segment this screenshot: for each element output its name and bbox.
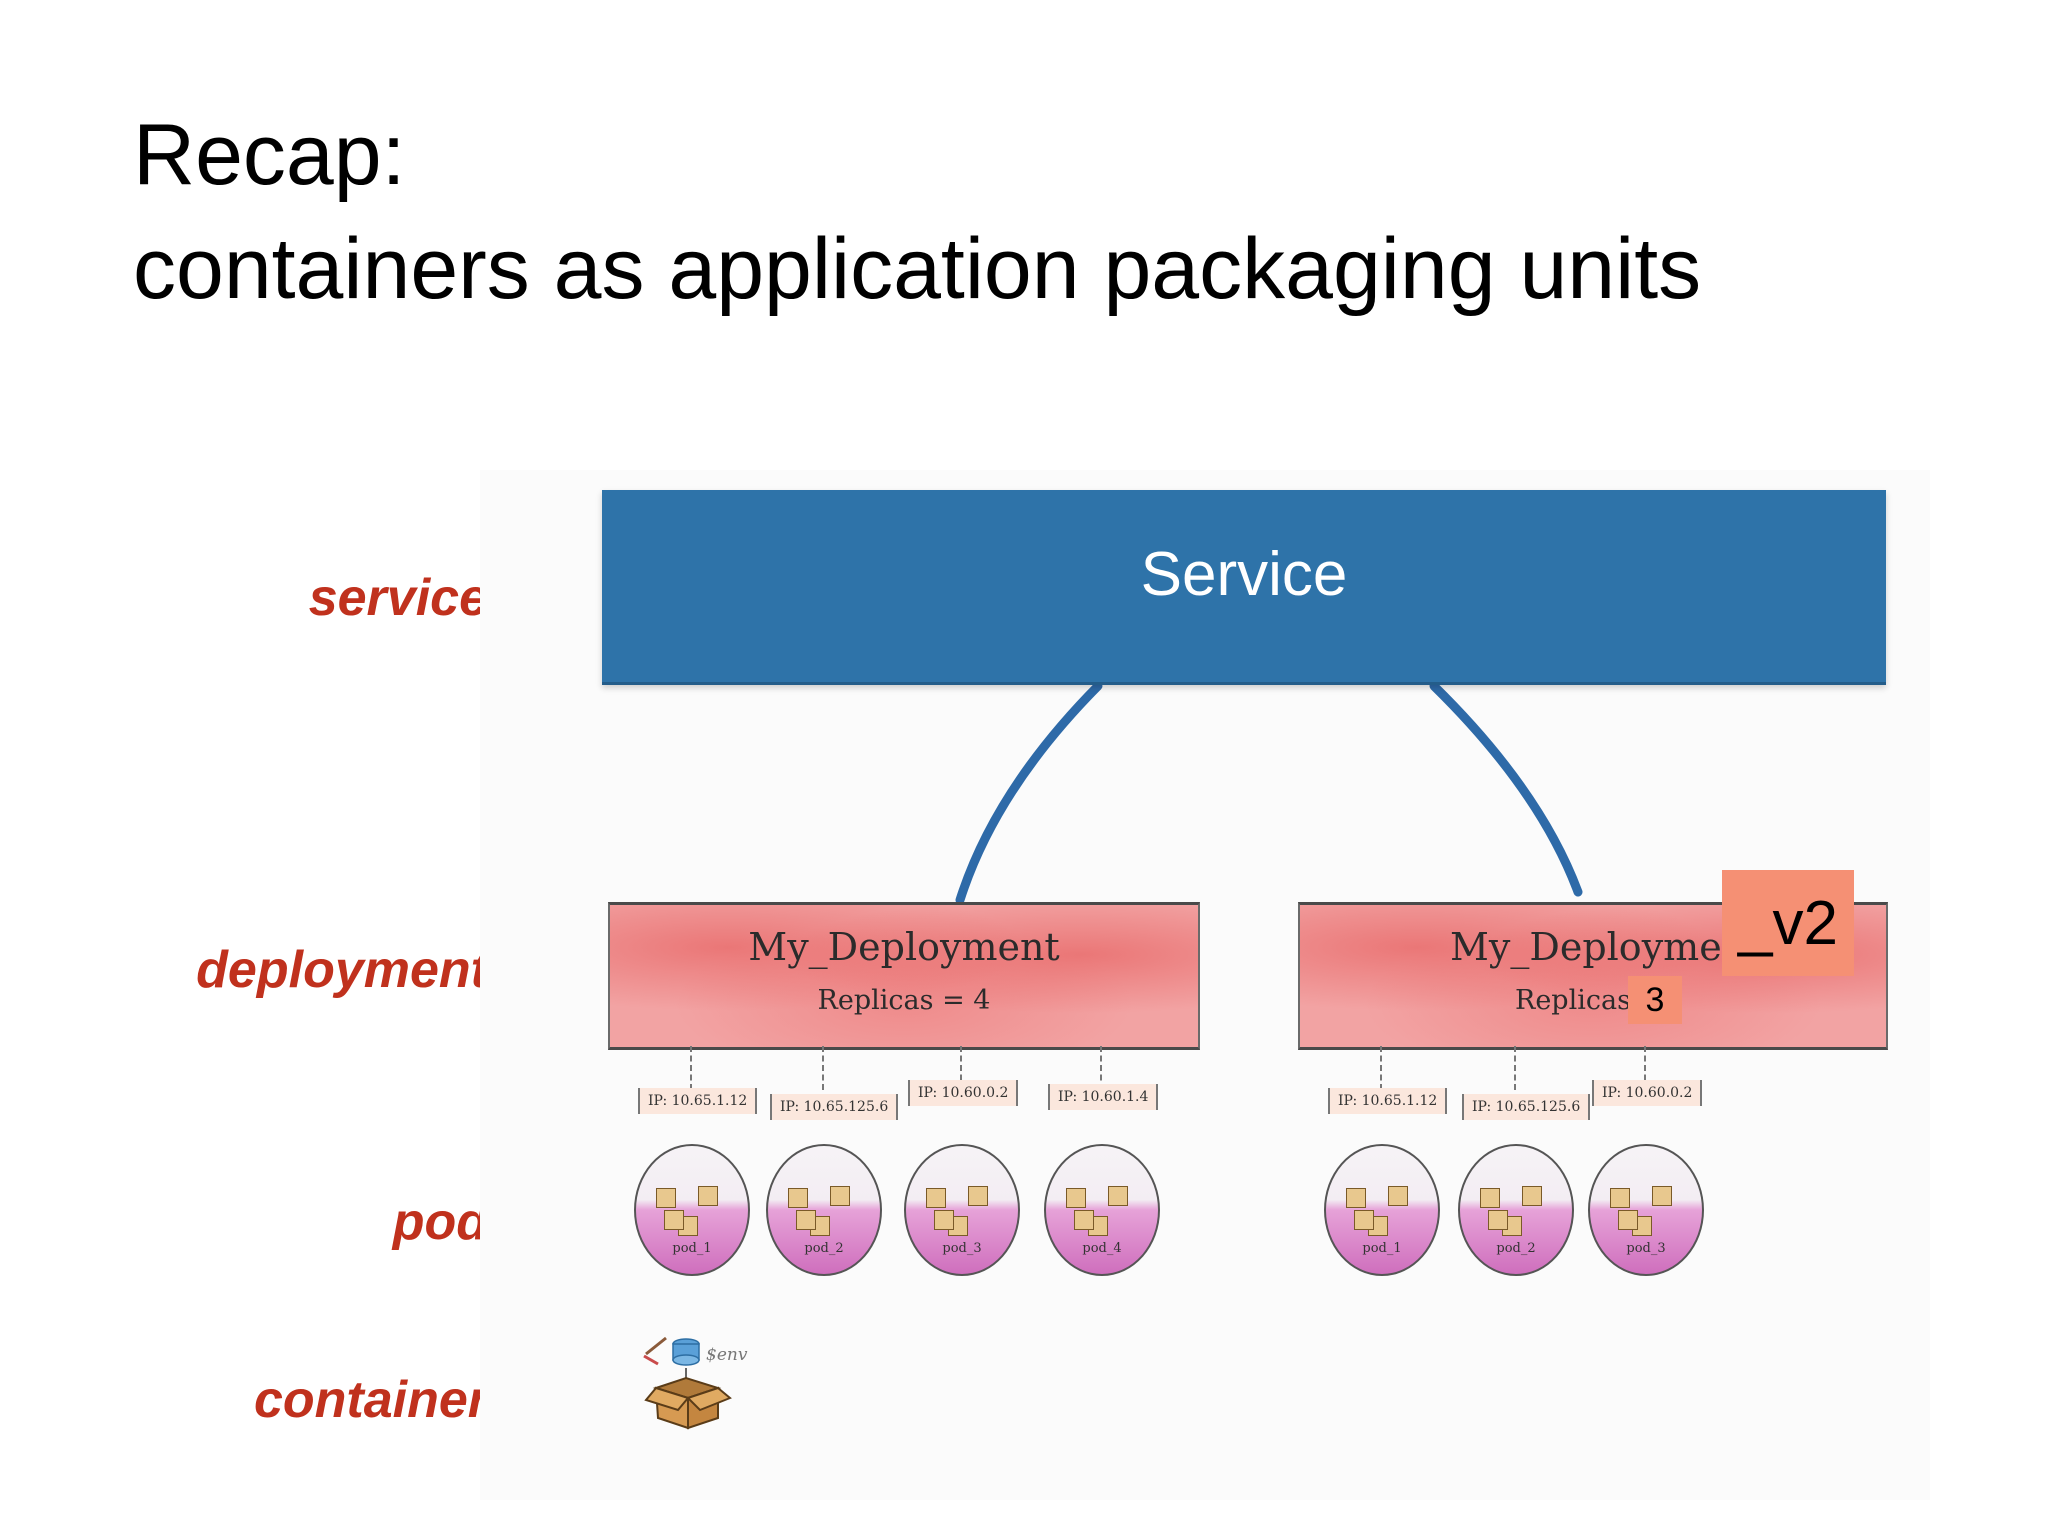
deployment-replicas: Replicas = 4 <box>817 985 991 1016</box>
pod-connector-line <box>690 1046 693 1090</box>
pod-ip-tag: IP: 10.65.125.6 <box>1462 1094 1591 1120</box>
pod-connector-line <box>1100 1046 1103 1090</box>
container-box-icon <box>698 1186 718 1206</box>
pod-sphere: pod_3 <box>904 1144 1020 1276</box>
container-box-icon <box>1618 1210 1638 1230</box>
connector-left <box>955 681 1103 905</box>
slide-subtitle: containers as application packaging unit… <box>133 221 1702 317</box>
layer-label-service: service <box>308 569 488 627</box>
container-box-icon <box>934 1210 954 1230</box>
pod-sphere: pod_1 <box>1324 1144 1440 1276</box>
layer-label-deployment: deployment <box>196 941 488 999</box>
slide-title: Recap: <box>133 107 406 203</box>
pod-name: pod_1 <box>672 1241 712 1256</box>
container-box-icon <box>788 1188 808 1208</box>
pod-sphere: pod_3 <box>1588 1144 1704 1276</box>
service-box: Service <box>602 490 1886 685</box>
pod-sphere: pod_2 <box>1458 1144 1574 1276</box>
pod-connector-line <box>1380 1046 1383 1090</box>
pod-connector-line <box>960 1046 963 1090</box>
pod-name: pod_2 <box>1496 1241 1536 1256</box>
pod-connector-line <box>1644 1046 1647 1090</box>
container-box-icon <box>968 1186 988 1206</box>
pod-name: pod_4 <box>1082 1241 1122 1256</box>
container-box-icon <box>1388 1186 1408 1206</box>
container-box-icon <box>1108 1186 1128 1206</box>
deployment-name: My_Deployment <box>748 925 1060 969</box>
container-box-icon <box>1652 1186 1672 1206</box>
container-box-icon <box>1354 1210 1374 1230</box>
pod-name: pod_3 <box>942 1241 982 1256</box>
version-badge: _v2 <box>1722 870 1854 976</box>
container-box-icon <box>1066 1188 1086 1208</box>
container-box-icon <box>1074 1210 1094 1230</box>
container-box-icon <box>1480 1188 1500 1208</box>
container-box-icon <box>656 1188 676 1208</box>
replicas-value-badge: 3 <box>1628 976 1682 1024</box>
container-box-icon <box>664 1210 684 1230</box>
container-box-icon <box>1610 1188 1630 1208</box>
service-box-label: Service <box>1140 539 1348 609</box>
pod-sphere: pod_1 <box>634 1144 750 1276</box>
container-env-text: $env <box>706 1345 748 1365</box>
layer-label-container: container <box>253 1371 488 1429</box>
deployment-box: My_Deployment Replicas = 4 <box>608 902 1200 1050</box>
pod-connector-line <box>822 1046 825 1090</box>
deployment-replicas: Replicas = <box>1515 985 1663 1016</box>
pod-ip-tag: IP: 10.65.1.12 <box>638 1088 758 1114</box>
container-box-icon <box>926 1188 946 1208</box>
pod-connector-line <box>1514 1046 1517 1090</box>
pod-sphere: pod_4 <box>1044 1144 1160 1276</box>
pod-ip-tag: IP: 10.60.0.2 <box>908 1080 1019 1106</box>
pod-name: pod_2 <box>804 1241 844 1256</box>
pod-ip-tag: IP: 10.60.1.4 <box>1048 1084 1159 1110</box>
container-box-icon <box>1522 1186 1542 1206</box>
pod-sphere: pod_2 <box>766 1144 882 1276</box>
pod-name: pod_3 <box>1626 1241 1666 1256</box>
container-box-icon <box>830 1186 850 1206</box>
pod-ip-tag: IP: 10.65.125.6 <box>770 1094 899 1120</box>
pod-ip-tag: IP: 10.60.0.2 <box>1592 1080 1703 1106</box>
pod-ip-tag: IP: 10.65.1.12 <box>1328 1088 1448 1114</box>
deployment-name: My_Deployment <box>1450 925 1762 969</box>
connector-right <box>1429 681 1583 897</box>
container-box-icon <box>796 1210 816 1230</box>
pod-name: pod_1 <box>1362 1241 1402 1256</box>
container-box-icon <box>1488 1210 1508 1230</box>
container-icon: $env <box>643 1336 748 1430</box>
layer-label-pod: pod <box>392 1193 488 1251</box>
container-box-icon <box>1346 1188 1366 1208</box>
